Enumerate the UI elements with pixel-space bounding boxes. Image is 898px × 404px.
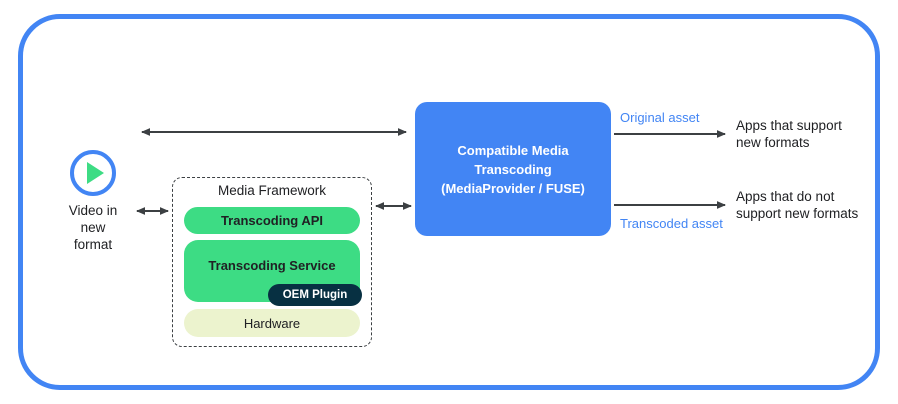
apps-supporting-label: Apps that support new formats [736,118,842,150]
transcoded-asset-label: Transcoded asset [620,216,723,231]
original-asset-label: Original asset [620,110,700,125]
play-icon-ring [70,150,116,196]
apps-not-supporting-label: Apps that do not support new formats [736,189,859,221]
transcoding-api-block: Transcoding API [184,207,360,234]
hardware-block: Hardware [184,309,360,337]
play-circle-icon [70,150,116,196]
play-icon-triangle [87,162,104,184]
compatible-media-transcoding-box: Compatible Media Transcoding (MediaProvi… [415,102,611,236]
oem-plugin-badge: OEM Plugin [268,284,362,306]
video-source-label: Video in new format [68,203,118,252]
media-framework-title: Media Framework [217,183,327,198]
